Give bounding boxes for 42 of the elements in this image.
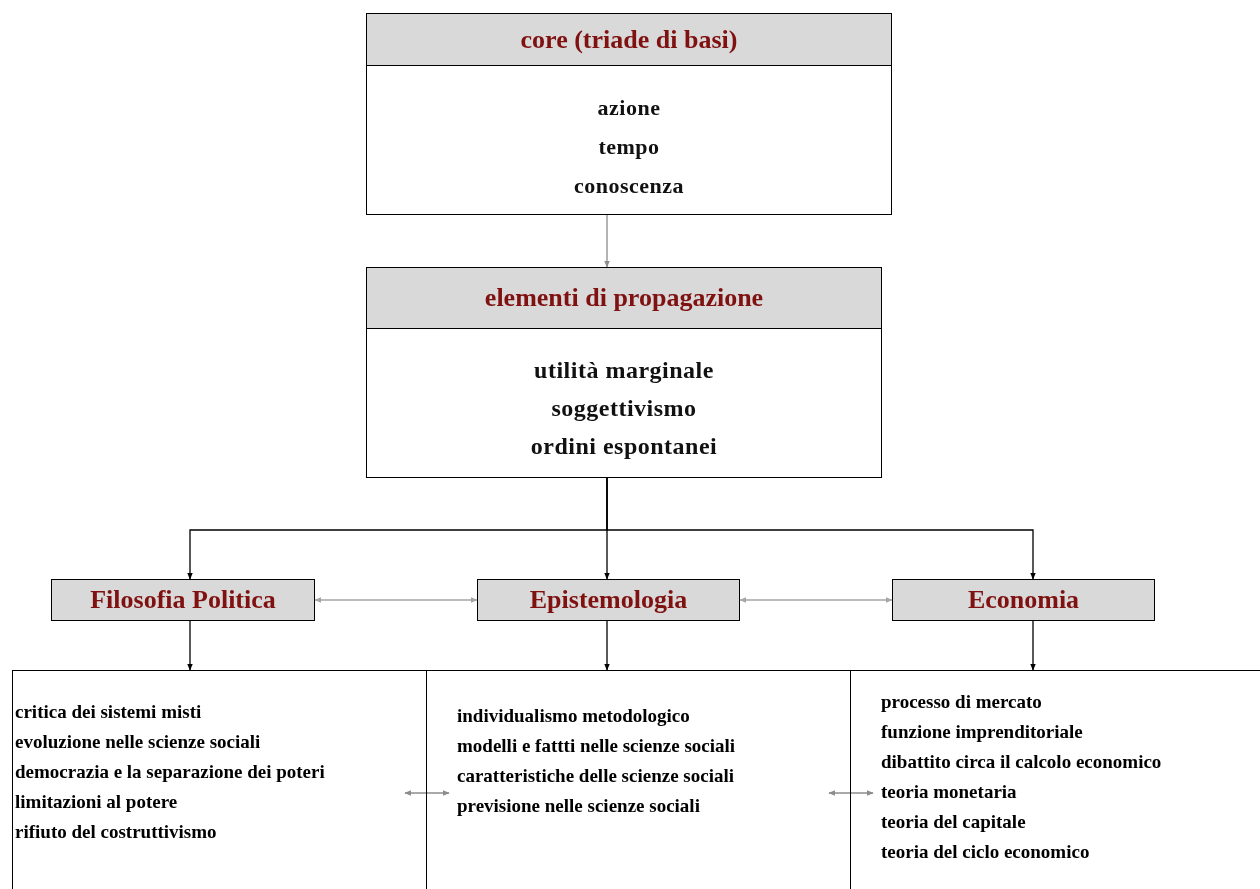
box-title: elementi di propagazione: [484, 283, 764, 313]
list-item: teoria del capitale: [881, 810, 1026, 834]
category-title: Filosofia Politica: [90, 585, 276, 615]
list-item: critica dei sistemi misti: [15, 700, 202, 724]
list-item: modelli e fattti nelle scienze sociali: [457, 734, 736, 758]
arrow: [604, 620, 610, 671]
category-box: [892, 579, 1155, 621]
list-item: individualismo metodologico: [457, 704, 690, 728]
list-item: democrazia e la separazione dei poteri: [15, 760, 325, 784]
list-item: rifiuto del costruttivismo: [15, 820, 217, 844]
arrow: [606, 477, 1036, 580]
arrow: [828, 790, 874, 796]
list-item: caratteristiche delle scienze sociali: [457, 764, 734, 788]
category-box: [477, 579, 740, 621]
list-item: evoluzione nelle scienze sociali: [15, 730, 261, 754]
titled-box: [366, 13, 892, 215]
arrow: [187, 620, 193, 671]
category-box: [51, 579, 315, 621]
column-panel: [12, 670, 427, 889]
list-item: teoria del ciclo economico: [881, 840, 1090, 864]
box-item: tempo: [598, 133, 660, 161]
list-item: processo di mercato: [881, 690, 1042, 714]
titled-box: [366, 267, 882, 478]
box-item: conoscenza: [573, 172, 685, 200]
category-title: Economia: [967, 585, 1080, 615]
list-item: limitazioni al potere: [15, 790, 178, 814]
box-item: azione: [597, 94, 661, 122]
list-item: previsione nelle scienze sociali: [457, 794, 700, 818]
box-title: core (triade di basi): [520, 24, 738, 55]
arrow: [404, 790, 450, 796]
box-item: ordini espontanei: [530, 432, 718, 461]
list-item: dibattito circa il calcolo economico: [881, 750, 1162, 774]
box-item: soggettivismo: [551, 394, 697, 423]
arrow: [314, 597, 478, 603]
list-item: teoria monetaria: [881, 780, 1017, 804]
arrow: [739, 597, 893, 603]
box-item: utilità marginale: [534, 356, 714, 385]
column-panel: [427, 670, 851, 889]
arrow: [1030, 620, 1036, 671]
list-item: funzione imprenditoriale: [881, 720, 1083, 744]
arrow: [604, 214, 610, 268]
category-title: Epistemologia: [529, 585, 688, 615]
